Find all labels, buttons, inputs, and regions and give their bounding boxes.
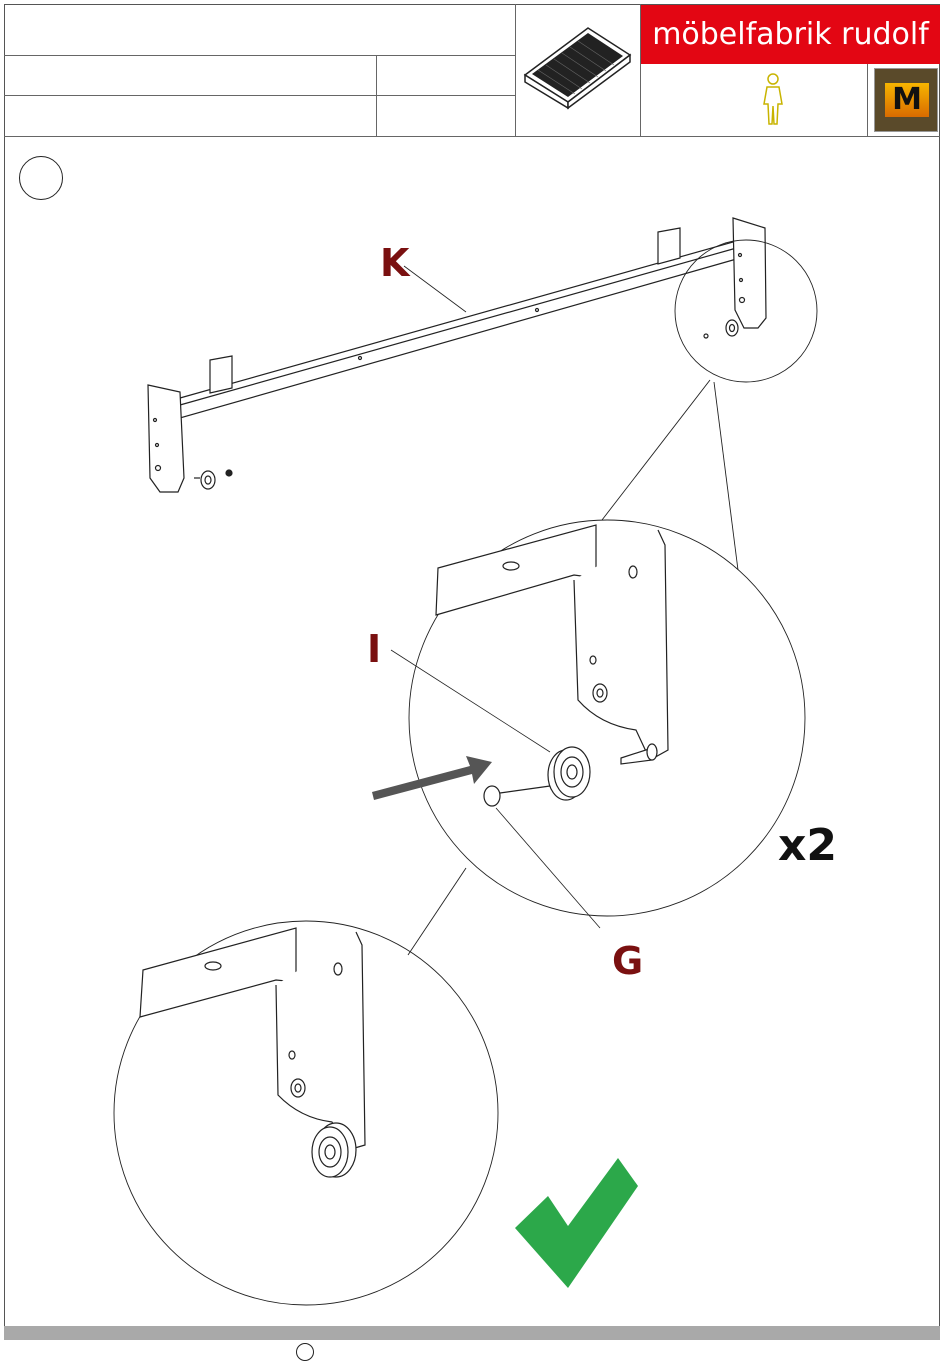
callout-part-g: G — [612, 942, 643, 980]
rail-part-k — [148, 218, 766, 492]
callout-part-k: K — [380, 244, 409, 282]
insert-arrow-icon — [372, 756, 492, 800]
callout-part-i: I — [367, 630, 381, 668]
detail-plate-bottom — [140, 928, 365, 1177]
footer-bar — [4, 1326, 940, 1340]
green-checkmark-icon — [515, 1158, 638, 1288]
page-number-circle — [296, 1343, 314, 1361]
quantity-label: x2 — [778, 820, 837, 871]
